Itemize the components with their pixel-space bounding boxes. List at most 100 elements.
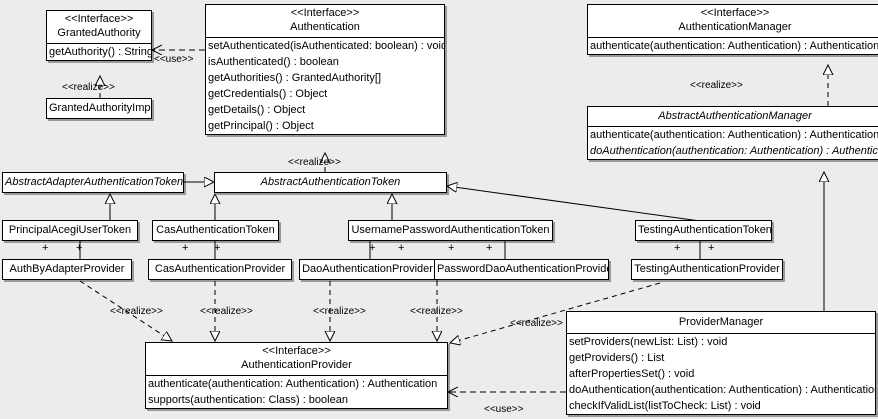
class-member: setAuthenticated(isAuthenticated: boolea… <box>208 40 445 52</box>
edge-label-realize-granted-authority-impl: <<realize>> <box>62 82 115 93</box>
class-header: TestingAuthenticationToken <box>636 221 771 240</box>
class-header: AbstractAdapterAuthenticationToken <box>3 173 183 192</box>
class-header: TestingAuthenticationProvider <box>632 260 782 279</box>
class-name: ProviderManager <box>678 316 764 328</box>
class-members: getAuthority() : String <box>47 43 151 60</box>
class-member: getDetails() : Object <box>208 104 306 116</box>
class-abstract-adapter-authentication-token[interactable]: AbstractAdapterAuthenticationToken <box>2 172 184 193</box>
class-granted-authority-impl[interactable]: GrantedAuthorityImpl <box>46 98 152 119</box>
class-member: getPrincipal() : Object <box>208 120 314 132</box>
class-principal-acegi-user-token[interactable]: PrincipalAcegiUserToken <box>2 220 138 241</box>
class-name: PrincipalAcegiUserToken <box>8 224 132 236</box>
class-member: supports(authentication: Class) : boolea… <box>148 394 348 406</box>
multiplicity-plus: + <box>214 242 221 254</box>
class-header: AuthByAdapterProvider <box>3 260 131 279</box>
class-name: AuthenticationProvider <box>241 359 352 371</box>
class-header: PrincipalAcegiUserToken <box>3 221 137 240</box>
class-header: DaoAuthenticationProvider <box>300 260 435 279</box>
class-cas-authentication-provider[interactable]: CasAuthenticationProvider <box>148 259 292 280</box>
class-header: ProviderManager <box>567 312 875 333</box>
multiplicity-plus: + <box>369 242 376 254</box>
class-member: afterPropertiesSet() : void <box>569 368 695 380</box>
class-member: authenticate(authentication: Authenticat… <box>590 40 878 52</box>
class-cas-authentication-token[interactable]: CasAuthenticationToken <box>152 220 279 241</box>
class-members: setAuthenticated(isAuthenticated: boolea… <box>206 37 444 134</box>
class-member: getProviders() : List <box>569 352 665 364</box>
class-members: setProviders(newList: List) : void getPr… <box>567 333 875 414</box>
edge-label-realize-password-dao-provider: <<realize>> <box>410 306 463 317</box>
class-authentication-provider[interactable]: <<Interface>> AuthenticationProvider aut… <box>145 342 448 409</box>
class-header: CasAuthenticationToken <box>153 221 278 240</box>
class-header: PasswordDaoAuthenticationProvider <box>435 260 608 279</box>
class-header: <<Interface>> GrantedAuthority <box>47 11 151 43</box>
edge-label-use-provider-manager: <<use>> <box>484 404 524 415</box>
multiplicity-plus: + <box>448 242 455 254</box>
multiplicity-plus: + <box>398 242 405 254</box>
multiplicity-plus: + <box>674 242 681 254</box>
class-header: UsernamePasswordAuthenticationToken <box>349 221 552 240</box>
class-name: AbstractAuthenticationToken <box>260 176 401 188</box>
class-dao-authentication-provider[interactable]: DaoAuthenticationProvider <box>299 259 436 280</box>
class-member: authenticate(authentication: Authenticat… <box>590 129 878 141</box>
class-name: DaoAuthenticationProvider <box>302 263 433 275</box>
class-member: checkIfValidList(listToCheck: List) : vo… <box>569 400 761 412</box>
class-name: AuthByAdapterProvider <box>9 263 125 275</box>
class-name: UsernamePasswordAuthenticationToken <box>351 224 550 236</box>
class-name: AbstractAdapterAuthenticationToken <box>5 176 184 188</box>
class-name: TestingAuthenticationToken <box>638 224 772 236</box>
class-header: <<Interface>> AuthenticationProvider <box>146 343 447 375</box>
class-members: authenticate(authentication: Authenticat… <box>588 37 878 54</box>
class-authentication-manager[interactable]: <<Interface>> AuthenticationManager auth… <box>587 4 878 55</box>
class-header: <<Interface>> AuthenticationManager <box>588 5 878 37</box>
edge-label-realize-dao-provider: <<realize>> <box>313 306 366 317</box>
class-members: authenticate(authentication: Authenticat… <box>588 126 878 159</box>
class-name: TestingAuthenticationProvider <box>634 263 780 275</box>
multiplicity-plus: + <box>182 242 189 254</box>
class-name: GrantedAuthority <box>57 27 141 39</box>
edge-label-realize-testing-provider: <<realize>> <box>510 318 563 329</box>
class-name: CasAuthenticationToken <box>156 224 275 236</box>
class-header: AbstractAuthenticationManager <box>588 107 878 126</box>
class-member: authenticate(authentication: Authenticat… <box>148 378 438 390</box>
class-abstract-authentication-manager[interactable]: AbstractAuthenticationManager authentica… <box>587 106 878 160</box>
edge-label-use-granted-authority: <<use>> <box>154 54 194 65</box>
class-members: authenticate(authentication: Authenticat… <box>146 375 447 408</box>
class-member: getCredentials() : Object <box>208 88 328 100</box>
class-provider-manager[interactable]: ProviderManager setProviders(newList: Li… <box>566 311 876 415</box>
class-password-dao-authentication-provider[interactable]: PasswordDaoAuthenticationProvider <box>434 259 609 280</box>
edge-label-realize-cas-provider: <<realize>> <box>200 306 253 317</box>
class-stereotype: <<Interface>> <box>700 7 770 19</box>
edge-label-realize-authentication-token: <<realize>> <box>288 157 341 168</box>
class-abstract-authentication-token[interactable]: AbstractAuthenticationToken <box>214 172 447 193</box>
multiplicity-plus: + <box>76 242 83 254</box>
class-member: isAuthenticated() : boolean <box>208 56 339 68</box>
multiplicity-plus: + <box>708 242 715 254</box>
class-authentication[interactable]: <<Interface>> Authentication setAuthenti… <box>205 4 445 135</box>
class-name: PasswordDaoAuthenticationProvider <box>437 263 609 275</box>
class-stereotype: <<Interface>> <box>262 345 331 357</box>
class-stereotype: <<Interface>> <box>290 7 360 19</box>
class-auth-by-adapter-provider[interactable]: AuthByAdapterProvider <box>2 259 132 280</box>
multiplicity-plus: + <box>486 242 493 254</box>
class-name: AbstractAuthenticationManager <box>658 110 812 122</box>
class-header: <<Interface>> Authentication <box>206 5 444 37</box>
class-testing-authentication-provider[interactable]: TestingAuthenticationProvider <box>631 259 783 280</box>
class-stereotype: <<Interface>> <box>64 13 134 25</box>
class-username-password-authentication-token[interactable]: UsernamePasswordAuthenticationToken <box>348 220 553 241</box>
class-name: CasAuthenticationProvider <box>154 263 286 275</box>
class-header: CasAuthenticationProvider <box>149 260 291 279</box>
edge-label-realize-auth-by-adapter: <<realize>> <box>110 306 163 317</box>
class-member: doAuthentication(authentication: Authent… <box>590 145 878 157</box>
class-granted-authority[interactable]: <<Interface>> GrantedAuthority getAuthor… <box>46 10 152 61</box>
class-testing-authentication-token[interactable]: TestingAuthenticationToken <box>635 220 772 241</box>
edge-label-realize-authentication-manager: <<realize>> <box>690 80 743 91</box>
class-member: setProviders(newList: List) : void <box>569 336 728 348</box>
class-name: GrantedAuthorityImpl <box>49 102 152 114</box>
class-member: getAuthorities() : GrantedAuthority[] <box>208 72 382 84</box>
class-member: getAuthority() : String <box>49 46 152 58</box>
class-header: AbstractAuthenticationToken <box>215 173 446 192</box>
multiplicity-plus: + <box>42 242 49 254</box>
class-name: AuthenticationManager <box>678 21 792 33</box>
class-header: GrantedAuthorityImpl <box>47 99 151 118</box>
